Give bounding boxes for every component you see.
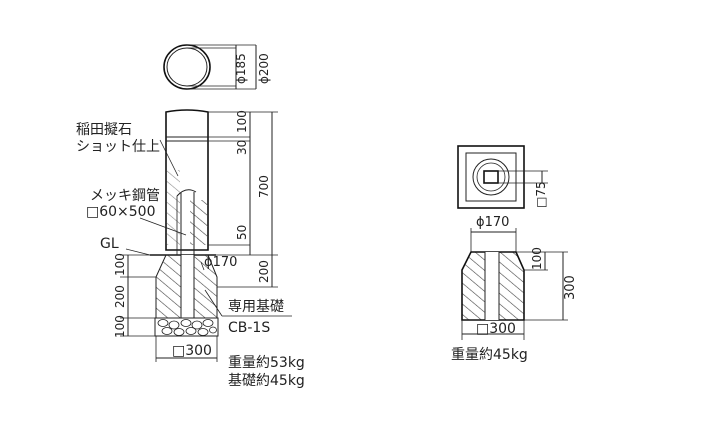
dim-700: 700 bbox=[257, 175, 271, 198]
weight-total: 重量約53kg bbox=[228, 355, 305, 371]
label-stone-line1: 稲田擬石 bbox=[76, 122, 132, 138]
dim-50: 50 bbox=[235, 225, 249, 240]
label-base-line1: 専用基礎 bbox=[228, 298, 284, 315]
label-300-left: □300 bbox=[172, 343, 212, 359]
dim-100-top: 100 bbox=[235, 110, 249, 133]
dim-200-right: 200 bbox=[257, 260, 271, 283]
label-phi170-right: ϕ170 bbox=[476, 215, 509, 230]
dim-30: 30 bbox=[235, 140, 249, 155]
bollard-elevation bbox=[120, 44, 292, 362]
label-300-right: □300 bbox=[476, 321, 516, 337]
label-stone-line2: ショット仕上 bbox=[76, 139, 160, 155]
dim-100-left-bottom: 100 bbox=[113, 315, 127, 338]
bollard-top-inner-circle bbox=[166, 47, 208, 87]
bollard-top-outer-circle bbox=[163, 44, 211, 90]
label-base-line2: CB-1S bbox=[228, 320, 270, 336]
label-75: □75 bbox=[534, 181, 548, 208]
label-pipe-line2: □60×500 bbox=[86, 204, 156, 220]
dim-phi185: ϕ185 bbox=[234, 53, 248, 84]
dim-phi200: ϕ200 bbox=[257, 53, 271, 84]
foundation-plan-outer bbox=[457, 145, 525, 209]
dim-100-left-top: 100 bbox=[113, 253, 127, 276]
foundation-details bbox=[457, 145, 568, 340]
weight-right: 重量約45kg bbox=[451, 347, 528, 363]
dim-100-right: 100 bbox=[530, 247, 544, 270]
dim-300-vertical: 300 bbox=[563, 275, 578, 300]
weight-base: 基礎約45kg bbox=[228, 372, 305, 389]
gravel-layer bbox=[157, 319, 217, 336]
label-phi170-left: ϕ170 bbox=[204, 255, 237, 270]
label-pipe-line1: メッキ鋼管 bbox=[90, 188, 160, 204]
dim-200-left: 200 bbox=[113, 285, 127, 308]
label-gl: GL bbox=[100, 236, 119, 252]
